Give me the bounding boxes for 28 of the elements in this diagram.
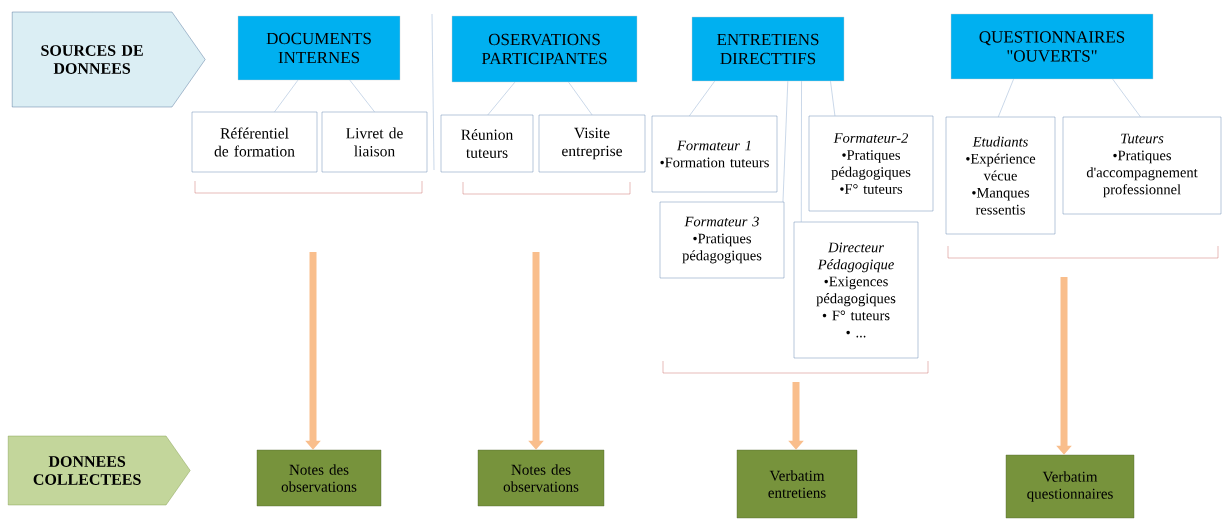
connector-line bbox=[689, 81, 715, 116]
source-box: Référentiel de formation bbox=[191, 111, 318, 173]
category-box: DOCUMENTS INTERNES bbox=[237, 15, 401, 81]
category-box: OSERVATIONS PARTICIPANTES bbox=[451, 15, 638, 83]
category-box: QUESTIONNAIRES "OUVERTS" bbox=[950, 13, 1154, 80]
connector-line bbox=[998, 79, 1014, 117]
connector-line bbox=[349, 80, 375, 112]
source-box: Etudiants •Expérience vécue •Manques ressentis bbox=[945, 116, 1056, 235]
category-box: ENTRETIENS DIRECTTIFS bbox=[691, 16, 845, 82]
source-box: Livret de liaison bbox=[321, 111, 428, 173]
connector-line bbox=[568, 82, 593, 115]
connector-line bbox=[1112, 79, 1141, 117]
source-box: Formateur 3 •Pratiques pédagogiques bbox=[659, 201, 785, 279]
result-box: Notes des observations bbox=[256, 449, 382, 507]
connector-line bbox=[487, 82, 516, 115]
result-box: Verbatim questionnaires bbox=[1005, 454, 1135, 519]
connector-line bbox=[274, 80, 299, 112]
connector-line bbox=[782, 81, 789, 202]
source-box: Tuteurs •Pratiques d'accompagnement professionnel bbox=[1062, 116, 1222, 215]
connector-line bbox=[830, 81, 836, 116]
source-box: Réunion tuteurs bbox=[440, 114, 534, 173]
source-box: Formateur-2 •Pratiques pédagogiques •F° tuteurs bbox=[808, 115, 934, 212]
source-box: Directeur Pédagogique •Exigences pédagogiques • F° tuteurs • ... bbox=[793, 221, 919, 359]
source-box: Formateur 1 •Formation tuteurs bbox=[651, 115, 778, 193]
connector-line bbox=[801, 81, 802, 222]
result-box: Notes des observations bbox=[477, 449, 605, 507]
source-box: Visite entreprise bbox=[538, 114, 646, 173]
result-box: Verbatim entretiens bbox=[736, 449, 858, 519]
